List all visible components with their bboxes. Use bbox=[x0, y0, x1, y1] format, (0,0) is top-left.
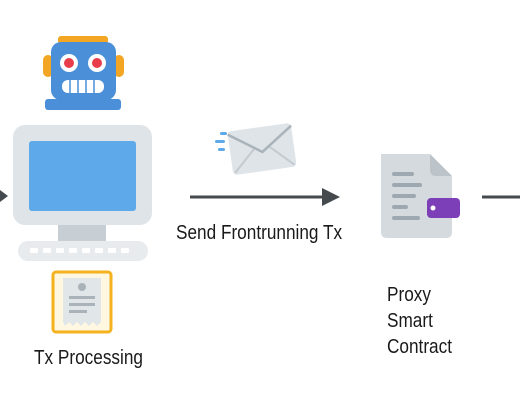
proxy-smart-contract-label: Proxy Smart Contract bbox=[387, 282, 452, 360]
receipt-icon bbox=[51, 270, 113, 334]
robot-icon bbox=[43, 36, 124, 110]
send-arrow bbox=[190, 188, 340, 206]
computer-icon bbox=[13, 125, 152, 261]
envelope-icon bbox=[215, 123, 297, 175]
proxy-label-line: Proxy bbox=[387, 284, 431, 306]
incoming-arrow bbox=[0, 190, 8, 202]
send-frontrunning-tx-label: Send Frontrunning Tx bbox=[176, 222, 343, 244]
proxy-label-line: Smart bbox=[387, 310, 433, 332]
tx-processing-label: Tx Processing bbox=[34, 347, 143, 369]
proxy-label-line: Contract bbox=[387, 336, 453, 358]
document-icon bbox=[381, 154, 460, 238]
